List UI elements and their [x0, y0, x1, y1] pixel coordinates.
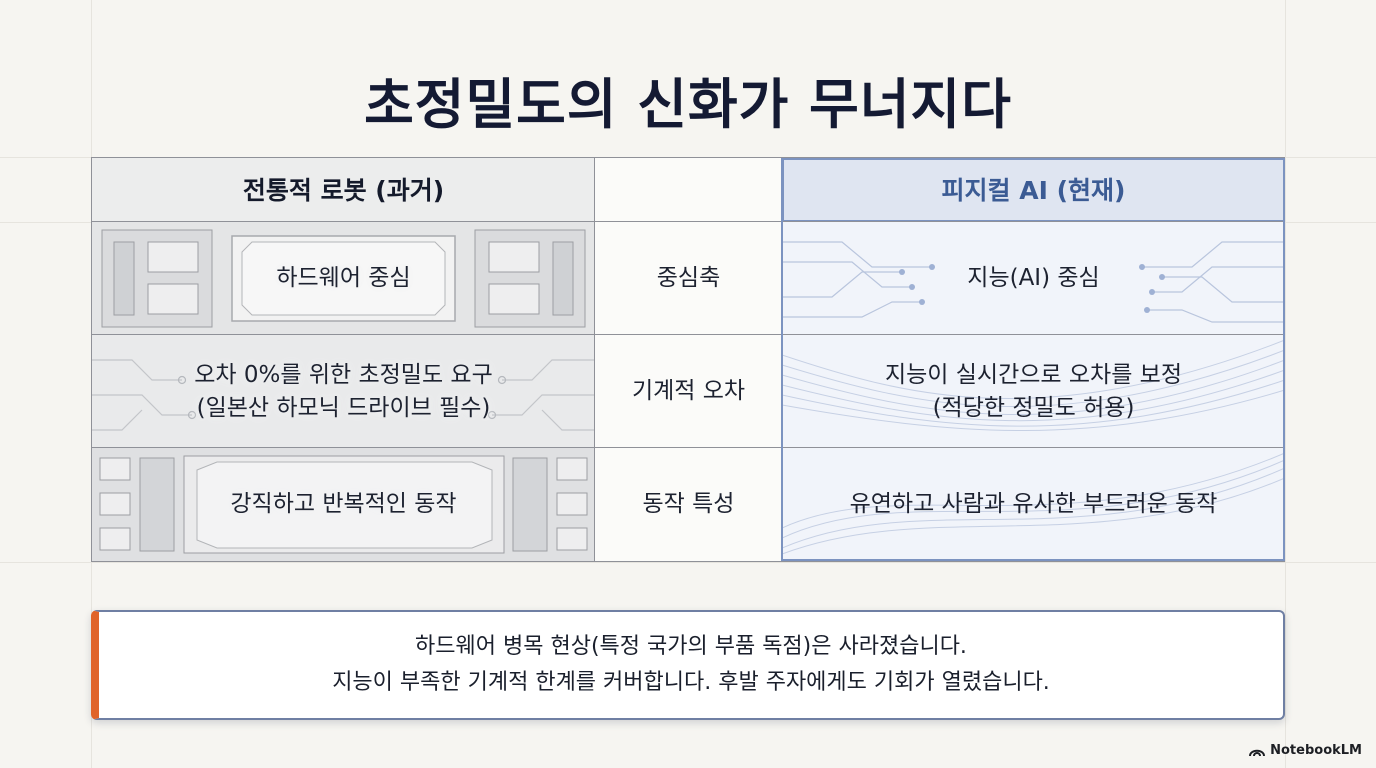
table-divider [92, 221, 1284, 222]
row1-category-cell: 중심축 [595, 222, 782, 335]
circuit-board-pattern-icon [92, 335, 595, 448]
machine-plate-pattern-icon [92, 448, 595, 561]
brand-label: NotebookLM [1270, 743, 1362, 758]
row2-physical-ai-cell: 지능이 실시간으로 오차를 보정 (적당한 정밀도 허용) [782, 335, 1285, 448]
brand-watermark: NotebookLM [1249, 743, 1362, 758]
table-divider [781, 158, 782, 561]
page-title: 초정밀도의 신화가 무너지다 [364, 73, 1012, 136]
row3-category-text: 동작 특성 [642, 491, 735, 517]
row2-physical-ai-text: 지능이 실시간으로 오차를 보정 (적당한 정밀도 허용) [884, 361, 1182, 421]
table-divider [92, 334, 1284, 335]
table-divider [594, 158, 595, 561]
notebooklm-logo-icon [1249, 749, 1266, 756]
row1-traditional-text: 하드웨어 중심 [276, 265, 411, 291]
header-physical-ai-label: 피지컬 AI (현재) [941, 175, 1126, 205]
header-middle [595, 158, 782, 222]
table-divider [92, 447, 1284, 448]
row1-traditional-cell: 하드웨어 중심 [92, 222, 595, 335]
row1-physical-ai-cell: 지능(AI) 중심 [782, 222, 1285, 335]
wave-lines-pattern-icon [782, 339, 1285, 431]
summary-callout: 하드웨어 병목 현상(특정 국가의 부품 독점)은 사라졌습니다. 지능이 부족… [91, 610, 1285, 720]
background-gridline [0, 562, 1376, 563]
row3-physical-ai-text: 유연하고 사람과 유사한 부드러운 동작 [849, 491, 1218, 517]
row1-physical-ai-text: 지능(AI) 중심 [967, 265, 1100, 291]
row3-category-cell: 동작 특성 [595, 448, 782, 561]
flow-lines-pattern-icon [782, 452, 1285, 555]
row3-traditional-cell: 강직하고 반복적인 동작 [92, 448, 595, 561]
row3-physical-ai-cell: 유연하고 사람과 유사한 부드러운 동작 [782, 448, 1285, 561]
mechanical-panel-pattern-icon [92, 222, 595, 335]
header-traditional-robot: 전통적 로봇 (과거) [92, 158, 595, 222]
row2-category-cell: 기계적 오차 [595, 335, 782, 448]
circuit-trace-pattern-icon [782, 241, 1285, 323]
summary-callout-text: 하드웨어 병목 현상(특정 국가의 부품 독점)은 사라졌습니다. 지능이 부족… [332, 634, 1050, 695]
background-gridline [1285, 0, 1286, 768]
row2-traditional-cell: 오차 0%를 위한 초정밀도 요구 (일본산 하모닉 드라이브 필수) [92, 335, 595, 448]
header-traditional-robot-label: 전통적 로봇 (과거) [242, 175, 445, 205]
comparison-table: 전통적 로봇 (과거) 피지컬 AI (현재) 하드웨어 중심 중심축 [91, 157, 1285, 562]
row2-traditional-text: 오차 0%를 위한 초정밀도 요구 (일본산 하모닉 드라이브 필수) [194, 361, 493, 421]
row2-category-text: 기계적 오차 [631, 378, 746, 404]
row1-category-text: 중심축 [656, 265, 721, 291]
header-physical-ai: 피지컬 AI (현재) [782, 158, 1285, 222]
row3-traditional-text: 강직하고 반복적인 동작 [230, 491, 457, 517]
